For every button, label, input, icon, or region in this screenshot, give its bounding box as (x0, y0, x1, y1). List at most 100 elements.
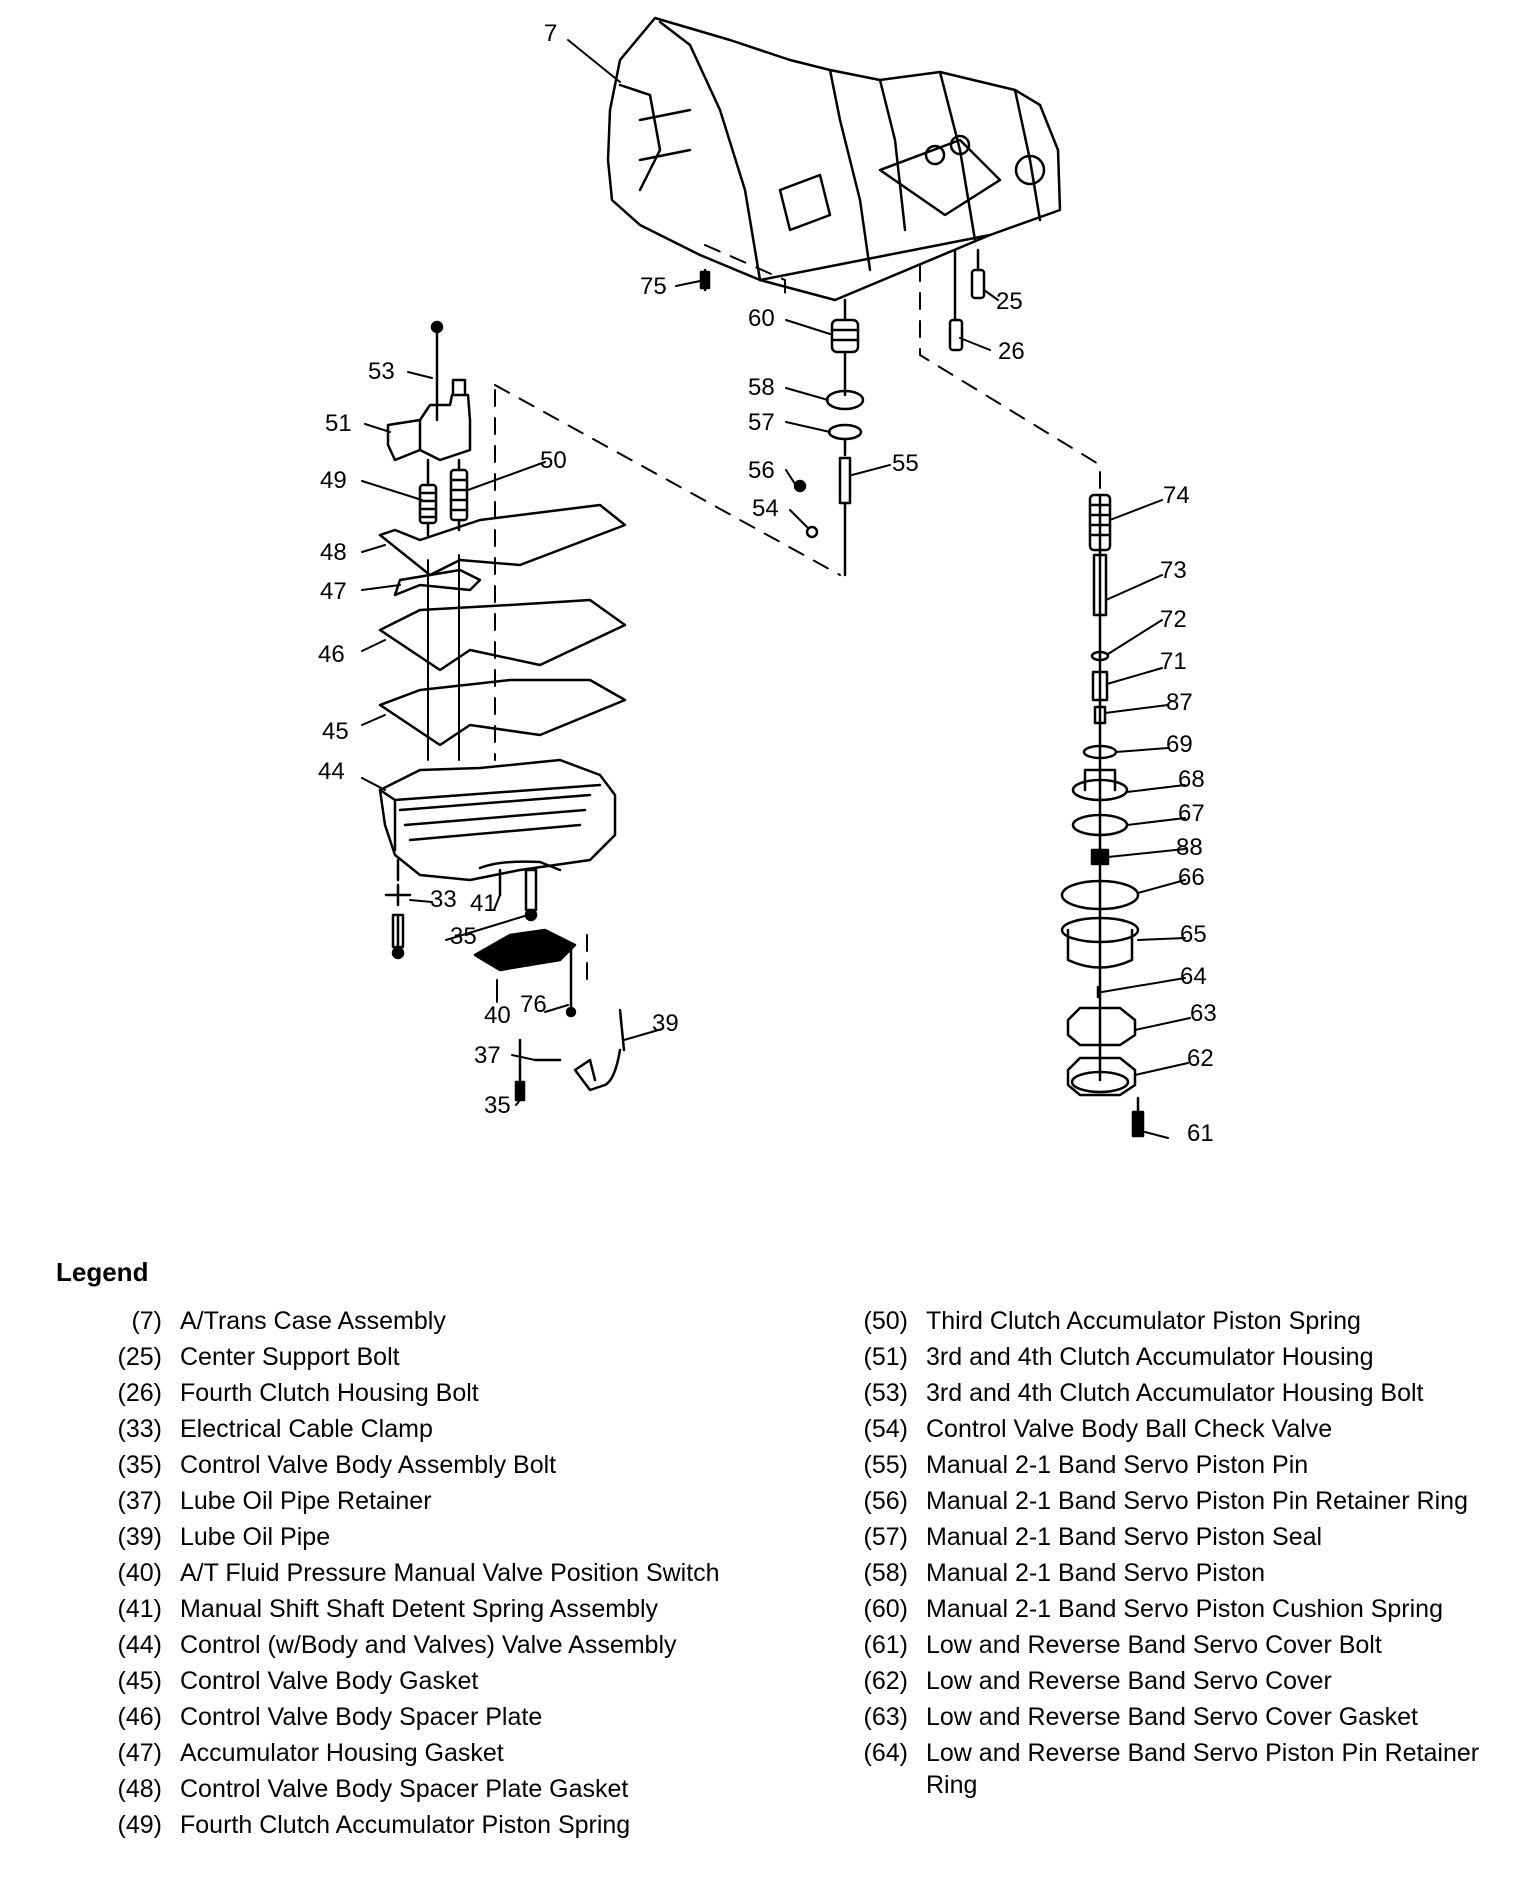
legend-item-text: Control Valve Body Assembly Bolt (180, 1451, 557, 1479)
callout-49: 49 (320, 467, 347, 494)
legend-item-text: Manual 2-1 Band Servo Piston Pin Retaine… (926, 1487, 1468, 1515)
legend-item-text: Low and Reverse Band Servo Cover Gasket (926, 1703, 1418, 1731)
legend-item: (53) 3rd and 4th Clutch Accumulator Housi… (850, 1375, 1530, 1411)
callout-55: 55 (892, 450, 919, 477)
legend-item-number: (53) (863, 1379, 908, 1407)
legend-item-text: Lube Oil Pipe Retainer (180, 1487, 432, 1515)
callout-26: 26 (998, 338, 1025, 365)
callout-69: 69 (1166, 731, 1193, 758)
legend-item: (56)Manual 2-1 Band Servo Piston Pin Ret… (850, 1483, 1530, 1519)
legend-item: (63) Low and Reverse Band Servo Cover Gas… (850, 1699, 1530, 1735)
legend-item-text: Third Clutch Accumulator Piston Spring (926, 1307, 1361, 1335)
legend-item: (35)Control Valve Body Assembly Bolt (104, 1447, 744, 1483)
exploded-view-diagram (361, 16, 1191, 1139)
legend-item-number: (55) (863, 1451, 908, 1479)
callout-72: 72 (1160, 606, 1187, 633)
legend-item-text: Control Valve Body Gasket (180, 1667, 479, 1695)
legend-item-text: 3rd and 4th Clutch Accumulator Housing B… (926, 1379, 1424, 1407)
callout-35-upper: 35 (450, 923, 477, 950)
legend-item: (26)Fourth Clutch Housing Bolt (104, 1375, 744, 1411)
callout-63: 63 (1190, 1000, 1217, 1027)
legend-item: (64) Low and Reverse Band Servo Piston Pi… (850, 1735, 1530, 1803)
legend-item-number: (26) (117, 1379, 162, 1407)
legend-item-number: (64) (863, 1739, 908, 1767)
callout-58: 58 (748, 374, 775, 401)
legend-item-text: Fourth Clutch Accumulator Piston Spring (180, 1811, 631, 1839)
callout-25: 25 (996, 288, 1023, 315)
callout-33: 33 (430, 886, 457, 913)
legend-item: (50) Third Clutch Accumulator Piston Spri… (850, 1303, 1530, 1339)
legend-item: (55)Manual 2-1 Band Servo Piston Pin (850, 1447, 1530, 1483)
legend-item-text: Manual 2-1 Band Servo Piston (926, 1559, 1266, 1587)
legend-item-number: (51) (863, 1343, 908, 1371)
legend-item-text: A/T Fluid Pressure Manual Valve Position… (180, 1559, 720, 1587)
callout-leader-lines (361, 39, 1191, 1139)
legend-item: (47)Accumulator Housing Gasket (104, 1735, 744, 1771)
legend-item-text: Manual Shift Shaft Detent Spring Assembl… (180, 1595, 659, 1623)
legend-column-right: (50) Third Clutch Accumulator Piston Spri… (850, 1303, 1530, 1803)
callout-60: 60 (748, 305, 775, 332)
assembly-guide-lines (494, 244, 1101, 991)
legend-item-number: (41) (117, 1595, 162, 1623)
legend-item-number: (58) (863, 1559, 908, 1587)
callout-41: 41 (470, 890, 497, 917)
callout-47: 47 (320, 578, 347, 605)
legend-item: (60) Manual 2-1 Band Servo Piston Cushion… (850, 1591, 1530, 1627)
legend-item: (61) Low and Reverse Band Servo Cover Bol… (850, 1627, 1530, 1663)
callout-44: 44 (318, 758, 345, 785)
legend-item: (46) Control Valve Body Spacer Plate (104, 1699, 744, 1735)
bolt-75-part (699, 268, 711, 292)
legend-item-number: (54) (863, 1415, 908, 1443)
lower-fasteners-part (384, 858, 626, 1102)
legend-item-text: Low and Reverse Band Servo Piston Pin Re… (926, 1739, 1480, 1799)
callout-54: 54 (752, 495, 779, 522)
callout-65: 65 (1180, 921, 1207, 948)
legend-item-number: (47) (117, 1739, 162, 1767)
legend-item: (39)Lube Oil Pipe (104, 1519, 744, 1555)
callout-46: 46 (318, 641, 345, 668)
legend-title: Legend (56, 1257, 149, 1287)
legend-item-number: (44) (117, 1631, 162, 1659)
legend-item-text: Control (w/Body and Valves) Valve Assemb… (180, 1631, 677, 1659)
transmission-case-part (606, 16, 1062, 302)
legend-item: (40)A/T Fluid Pressure Manual Valve Posi… (104, 1555, 744, 1591)
callout-71: 71 (1160, 648, 1187, 675)
legend-item: (51) 3rd and 4th Clutch Accumulator Housi… (850, 1339, 1530, 1375)
legend-item-number: (46) (117, 1703, 162, 1731)
legend-item-number: (60) (863, 1595, 908, 1623)
legend-item-text: 3rd and 4th Clutch Accumulator Housing (926, 1343, 1374, 1371)
callout-40: 40 (484, 1002, 511, 1029)
callout-67: 67 (1178, 800, 1205, 827)
legend-item-number: (25) (117, 1343, 162, 1371)
legend-item-number: (49) (117, 1811, 162, 1839)
callout-68: 68 (1178, 766, 1205, 793)
valve-body-plates-part (378, 503, 627, 761)
legend-item-number: (63) (863, 1703, 908, 1731)
legend-item-number: (50) (863, 1307, 908, 1335)
legend-item-number: (61) (863, 1631, 908, 1659)
legend-item-text: Control Valve Body Spacer Plate Gasket (180, 1775, 629, 1803)
legend-item-number: (45) (117, 1667, 162, 1695)
legend-item: (44) Control (w/Body and Valves) Valve As… (104, 1627, 744, 1663)
legend-item: (49) Fourth Clutch Accumulator Piston Spr… (104, 1807, 744, 1843)
legend-item-number: (7) (131, 1307, 162, 1335)
legend-item-text: Low and Reverse Band Servo Cover Bolt (926, 1631, 1382, 1659)
legend-item-text: Electrical Cable Clamp (180, 1415, 433, 1443)
legend-item: (58) Manual 2-1 Band Servo Piston (850, 1555, 1530, 1591)
legend-item: (45) Control Valve Body Gasket (104, 1663, 744, 1699)
legend-item-number: (33) (117, 1415, 162, 1443)
manual-servo-stack-part (793, 298, 865, 577)
legend-item-text: Manual 2-1 Band Servo Piston Cushion Spr… (926, 1595, 1443, 1623)
callout-57: 57 (748, 409, 775, 436)
legend-item: (57)Manual 2-1 Band Servo Piston Seal (850, 1519, 1530, 1555)
callout-50: 50 (540, 447, 567, 474)
legend-item: (41) Manual Shift Shaft Detent Spring Ass… (104, 1591, 744, 1627)
legend-item-text: Control Valve Body Spacer Plate (180, 1703, 543, 1731)
callout-48: 48 (320, 539, 347, 566)
callout-62: 62 (1187, 1045, 1214, 1072)
legend-item: (7)A/Trans Case Assembly (104, 1303, 744, 1339)
legend-item-text: Control Valve Body Ball Check Valve (926, 1415, 1333, 1443)
legend-item-number: (62) (863, 1667, 908, 1695)
bolts-25-26-part (948, 248, 986, 352)
callout-75: 75 (640, 273, 667, 300)
